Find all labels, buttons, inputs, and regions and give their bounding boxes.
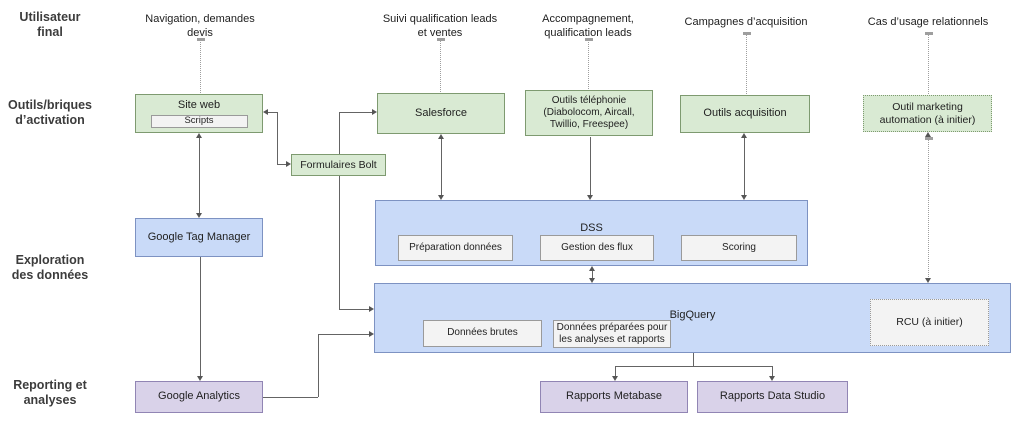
connector-bolt-salesforce-arrow	[372, 109, 377, 115]
row-label-utilisateur-final: Utilisateur final	[19, 10, 81, 39]
column-label-cas-usage: Cas d’usage relationnels	[867, 16, 989, 28]
connector-acquisition-dss-arrow-up	[741, 133, 747, 138]
node-dss-label: DSS	[580, 222, 603, 235]
node-salesforce: Salesforce	[377, 93, 505, 134]
node-rapports-metabase: Rapports Metabase	[540, 381, 688, 413]
connector-bigquery-reports-branch	[615, 366, 772, 367]
connector-bolt-salesforce-v	[339, 112, 340, 154]
node-preparation-donnees: Préparation données	[398, 235, 513, 261]
connector-ga-bigquery-h2	[318, 334, 369, 335]
connector-siteweb-bolt-arrow-left	[263, 109, 268, 115]
connector-label-salesforce-dotted	[440, 38, 441, 96]
node-donnees-preparees: Données préparées pour les analyses et r…	[553, 320, 671, 348]
connector-siteweb-bolt-h2	[277, 164, 286, 165]
column-label-accompagnement: Accompagnement, qualification leads	[542, 13, 634, 40]
node-formulaires-bolt: Formulaires Bolt	[291, 154, 386, 176]
connector-bigquery-datastudio-v	[772, 366, 773, 376]
column-label-suivi: Suivi qualification leads et ventes	[382, 13, 498, 40]
connector-gtm-ga-line	[200, 257, 201, 376]
connector-bigquery-reports-stem	[693, 353, 694, 366]
connector-dss-bigquery-arrow-down	[589, 278, 595, 283]
connector-bolt-bigquery-h	[339, 309, 369, 310]
column-label-navigation: Navigation, demandes devis	[145, 13, 255, 40]
connector-bolt-salesforce-h	[339, 112, 372, 113]
node-rcu: RCU (à initier)	[870, 299, 989, 346]
node-dss: DSS Préparation données Gestion des flux…	[375, 200, 808, 266]
connector-bigquery-metabase-arrow	[612, 376, 618, 381]
node-google-tag-manager: Google Tag Manager	[135, 218, 263, 257]
connector-salesforce-dss-line	[441, 139, 442, 195]
connector-salesforce-dss-arrow-down	[438, 195, 444, 200]
column-label-campagnes: Campagnes d’acquisition	[684, 16, 808, 28]
node-outils-telephonie: Outils téléphonie (Diabolocom, Aircall, …	[525, 90, 653, 136]
connector-siteweb-bolt-v	[277, 112, 278, 164]
node-scripts: Scripts	[150, 114, 248, 128]
connector-siteweb-gtm-arrow-up	[196, 133, 202, 138]
connector-salesforce-dss-arrow-up	[438, 134, 444, 139]
connector-bolt-bigquery-arrow	[369, 306, 374, 312]
connector-gtm-ga-arrow	[197, 376, 203, 381]
node-google-analytics: Google Analytics	[135, 381, 263, 413]
connector-label-siteweb-dotted	[200, 38, 201, 97]
node-site-web-label: Site web	[177, 99, 221, 112]
node-rapports-data-studio: Rapports Data Studio	[697, 381, 848, 413]
connector-acquisition-dss-line	[744, 138, 745, 195]
row-label-exploration-donnees: Exploration des données	[11, 253, 89, 282]
node-donnees-brutes: Données brutes	[423, 320, 542, 347]
connector-bigquery-metabase-v	[615, 366, 616, 376]
connector-marketing-bigquery-line	[928, 137, 929, 281]
connector-label-marketing-dotted	[928, 32, 929, 98]
connector-siteweb-gtm-line	[199, 138, 200, 213]
node-bigquery: BigQuery Données brutes Données préparée…	[374, 283, 1011, 353]
connector-telephonie-dss-line	[590, 137, 591, 195]
connector-ga-bigquery-v	[318, 334, 319, 397]
connector-ga-bigquery-h1	[263, 397, 318, 398]
node-bigquery-label: BigQuery	[669, 309, 716, 322]
node-outil-marketing-automation: Outil marketing automation (à initier)	[863, 95, 992, 132]
connector-bolt-bigquery-v	[339, 176, 340, 309]
node-outils-acquisition: Outils acquisition	[680, 95, 810, 133]
connector-acquisition-dss-arrow-down	[741, 195, 747, 200]
connector-marketing-bigquery-arrow-up	[925, 132, 931, 137]
connector-label-telephonie-dotted	[588, 38, 589, 93]
connector-ga-bigquery-arrow	[369, 331, 374, 337]
connector-dss-bigquery-line	[592, 271, 593, 278]
connector-dss-bigquery-arrow-up	[589, 266, 595, 271]
connector-marketing-bigquery-arrow-down	[925, 278, 931, 283]
node-site-web: Site web Scripts	[135, 94, 263, 133]
connector-telephonie-dss-arrow	[587, 195, 593, 200]
connector-siteweb-bolt-h1	[268, 112, 277, 113]
connector-bigquery-datastudio-arrow	[769, 376, 775, 381]
row-label-reporting-analyses: Reporting et analyses	[13, 378, 87, 407]
connector-siteweb-bolt-arrow-right	[286, 161, 291, 167]
node-gestion-des-flux: Gestion des flux	[540, 235, 654, 261]
connector-siteweb-gtm-arrow-down	[196, 213, 202, 218]
connector-label-acquisition-dotted	[746, 32, 747, 98]
row-label-outils-activation: Outils/briques d’activation	[7, 98, 93, 127]
node-scoring: Scoring	[681, 235, 797, 261]
